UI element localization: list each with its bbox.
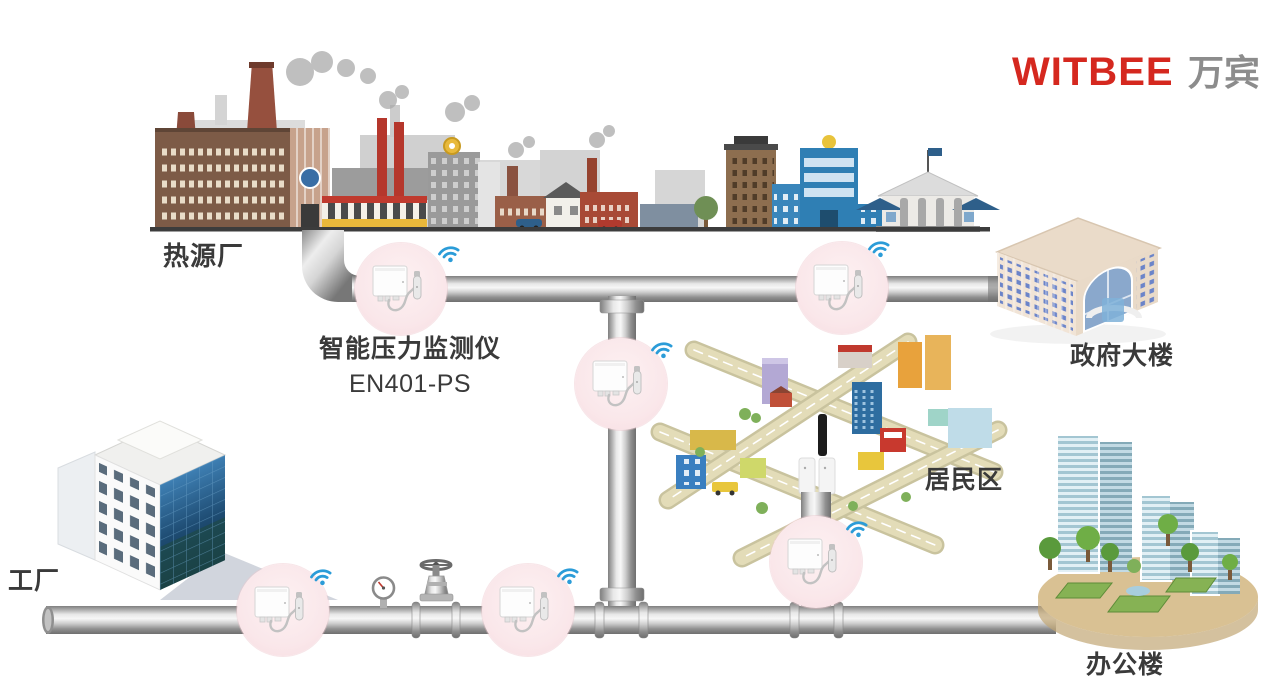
- pipe-elbow: [302, 230, 360, 302]
- house: [543, 182, 589, 230]
- device-label-name: 智能压力监测仪: [318, 335, 501, 363]
- device-label-model: EN401-PS: [348, 370, 472, 398]
- heat-source-factory: [155, 62, 330, 230]
- top-pipe: [352, 276, 998, 302]
- street-line: [150, 227, 990, 232]
- sensor-device-icon: [494, 577, 558, 641]
- device-label: 智能压力监测仪 EN401-PS: [300, 332, 520, 402]
- lawns: [1054, 577, 1217, 613]
- pressure-sensor-4: [770, 516, 862, 608]
- brown-tower: [724, 136, 778, 230]
- factory-label: 工厂: [8, 567, 61, 595]
- office-label: 办公楼: [1086, 651, 1165, 679]
- pressure-sensor-2: [796, 242, 888, 334]
- cars: [516, 219, 622, 232]
- industrial-office: [428, 137, 500, 230]
- sensor-device-icon: [782, 529, 846, 593]
- street-cabinets: [798, 457, 836, 495]
- sensor-device-icon: [249, 577, 313, 641]
- valve: [419, 559, 454, 602]
- government-label: 政府大楼: [1070, 342, 1175, 370]
- office-complex: [1038, 434, 1258, 650]
- pressure-gauge: [371, 576, 396, 608]
- power-plant: [322, 118, 432, 230]
- pressure-sensor-5: [237, 564, 329, 656]
- residential-label: 居民区: [925, 466, 1004, 494]
- badge-icon: [822, 135, 836, 149]
- sensor-device-icon: [367, 256, 431, 320]
- sensor-device-icon: [587, 351, 651, 415]
- office-towers: [1056, 434, 1240, 596]
- heat-source-label: 热源厂: [163, 241, 245, 271]
- residential-trees: [695, 408, 911, 514]
- sensor-device-icon: [808, 255, 872, 319]
- residential-area: [650, 332, 1008, 568]
- monitoring-pole: [818, 414, 827, 456]
- pressure-sensor-3: [575, 338, 667, 430]
- government-building: [990, 217, 1166, 344]
- flag-icon: [928, 148, 942, 156]
- factory-building: [57, 420, 338, 600]
- pressure-sensor-6: [482, 564, 574, 656]
- smoke: [286, 51, 615, 158]
- residential-buildings: [676, 335, 992, 496]
- brand-logo-en: WITBEE: [1012, 50, 1174, 94]
- bus: [712, 482, 738, 492]
- brand-logo: WITBEE 万宾: [1012, 44, 1260, 96]
- cityscape: [150, 51, 1000, 232]
- shops: [640, 204, 698, 230]
- red-factory: [580, 158, 638, 230]
- blue-building: [772, 135, 900, 230]
- office-trees: [1039, 514, 1238, 580]
- pressure-sensor-1: [355, 243, 447, 335]
- brand-logo-cn: 万宾: [1188, 52, 1261, 93]
